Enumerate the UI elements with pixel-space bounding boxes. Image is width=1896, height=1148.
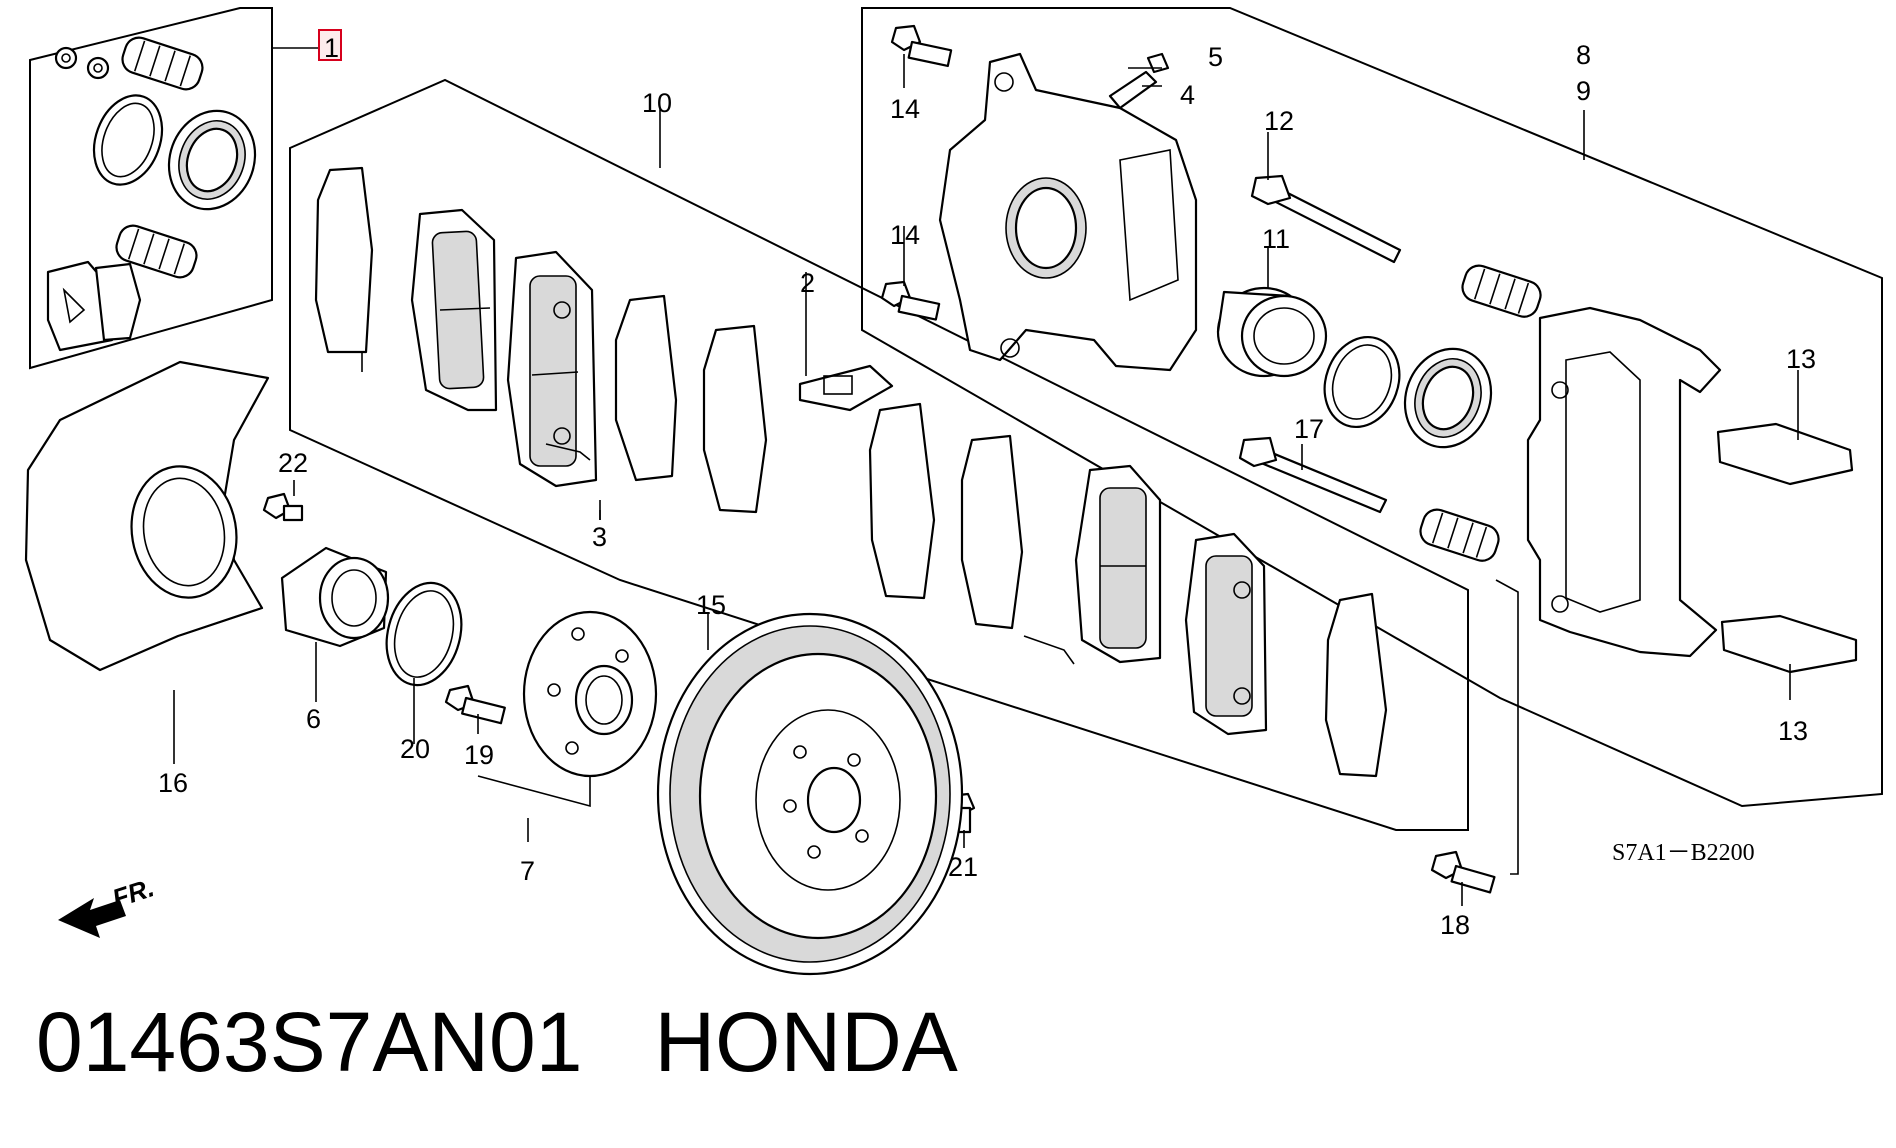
guide-pins <box>1238 174 1402 514</box>
callout-12[interactable]: 12 <box>1264 106 1294 136</box>
callout-3[interactable]: 3 <box>592 522 607 552</box>
callout-18[interactable]: 18 <box>1440 910 1470 940</box>
callout-7[interactable]: 7 <box>520 856 535 886</box>
callout-17[interactable]: 17 <box>1294 414 1324 444</box>
brake-disc <box>656 612 964 976</box>
part-number: 01463S7AN01 <box>36 995 583 1089</box>
callout-21[interactable]: 21 <box>948 852 978 882</box>
brand-name: HONDA <box>654 995 958 1089</box>
callouts: 1 2 3 4 5 6 7 8 9 10 11 12 13 13 14 14 1… <box>158 29 1816 940</box>
callout-11[interactable]: 11 <box>1262 224 1290 254</box>
callout-16[interactable]: 16 <box>158 768 188 798</box>
callout-22[interactable]: 22 <box>278 448 308 478</box>
pad-set-frame-10 <box>289 78 1469 831</box>
callout-13b[interactable]: 13 <box>1778 716 1808 746</box>
wheel-hub <box>522 610 658 778</box>
retainer-clips <box>1716 422 1858 674</box>
callout-13a[interactable]: 13 <box>1786 344 1816 374</box>
callout-9[interactable]: 9 <box>1576 76 1591 106</box>
callout-19[interactable]: 19 <box>464 740 494 770</box>
callout-2[interactable]: 2 <box>800 268 815 298</box>
piston-seals <box>1216 264 1542 562</box>
kit-frame-1 <box>29 7 273 370</box>
small-hardware <box>262 24 1496 894</box>
diagram-code: S7A1－B2200 <box>1612 840 1755 866</box>
callout-6[interactable]: 6 <box>306 704 321 734</box>
caliper-frame-8-9 <box>861 7 1883 808</box>
callout-14b[interactable]: 14 <box>890 220 920 250</box>
callout-1-highlight <box>318 29 342 61</box>
kit-contents <box>46 36 257 352</box>
pad-shims <box>314 166 1388 778</box>
callout-5[interactable]: 5 <box>1208 42 1223 72</box>
callout-8[interactable]: 8 <box>1576 40 1591 70</box>
callout-14a[interactable]: 14 <box>890 94 920 124</box>
callout-20[interactable]: 20 <box>400 734 430 764</box>
bearing-and-ring <box>280 546 463 687</box>
caliper-bracket <box>1526 306 1722 658</box>
caliper-body <box>938 52 1198 372</box>
front-label: FR. <box>109 872 158 913</box>
callout-10[interactable]: 10 <box>642 88 672 118</box>
callout-4[interactable]: 4 <box>1180 80 1195 110</box>
front-arrow-icon: FR. <box>58 872 158 938</box>
callout-15[interactable]: 15 <box>696 590 726 620</box>
callout-1[interactable]: 1 <box>324 33 339 63</box>
